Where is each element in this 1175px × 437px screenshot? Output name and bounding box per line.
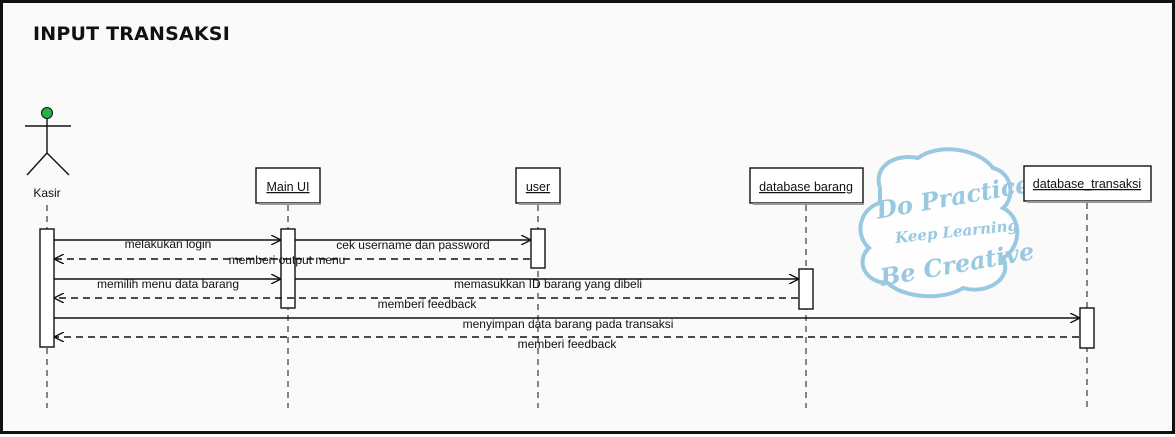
diagram-title: INPUT TRANSAKSI bbox=[33, 23, 230, 45]
actor-label: Kasir bbox=[33, 186, 60, 200]
message-label-m4: memilih menu data barang bbox=[97, 277, 239, 291]
lifeline-box-database-transaksi: database_transaksi bbox=[1023, 165, 1152, 203]
lifeline-label-user: user bbox=[526, 180, 550, 194]
actor-head-icon bbox=[41, 107, 53, 119]
lifeline-label-database-transaksi: database_transaksi bbox=[1033, 177, 1141, 191]
watermark-logo: Do Practice Keep Learning Be Creative bbox=[858, 147, 1036, 299]
lifeline-box-database-barang: database barang bbox=[749, 167, 864, 205]
activation-bars bbox=[39, 228, 1095, 349]
message-arrows bbox=[54, 240, 1079, 337]
message-label-m3: memberi output menu bbox=[229, 253, 346, 267]
message-label-m6: memberi feedback bbox=[378, 297, 478, 311]
activation-user bbox=[530, 228, 546, 269]
message-label-m1: melakukan login bbox=[125, 237, 212, 251]
activation-database-transaksi bbox=[1079, 307, 1095, 349]
lifeline-label-main-ui: Main UI bbox=[266, 180, 309, 194]
activation-database-barang bbox=[798, 268, 814, 310]
sequence-diagram: Do Practice Keep Learning Be Creative Ka… bbox=[25, 107, 1152, 408]
lifeline-box-user: user bbox=[515, 167, 561, 205]
message-label-m8: memberi feedback bbox=[518, 337, 618, 351]
message-label-m7: menyimpan data barang pada transaksi bbox=[463, 317, 674, 331]
activation-main-ui bbox=[280, 228, 296, 309]
lifeline-box-main-ui: Main UI bbox=[255, 167, 321, 205]
lifeline-label-database-barang: database barang bbox=[759, 180, 853, 194]
message-label-m2: cek username dan password bbox=[336, 238, 489, 252]
actor-kasir bbox=[25, 107, 71, 176]
activation-kasir bbox=[39, 228, 55, 348]
message-label-m5: memasukkan ID barang yang dibeli bbox=[454, 277, 642, 291]
